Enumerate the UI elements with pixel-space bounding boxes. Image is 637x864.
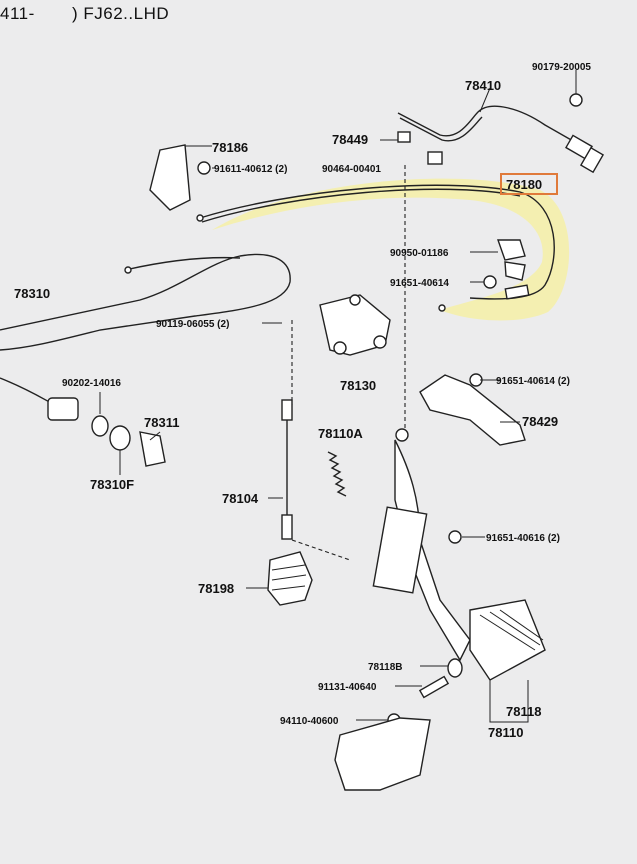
label-78130: 78130 bbox=[340, 378, 376, 393]
label-91651-40616: 91651-40616 (2) bbox=[486, 533, 560, 544]
label-90950-01186: 90950-01186 bbox=[390, 248, 449, 259]
label-90202-14016: 90202-14016 bbox=[62, 378, 121, 389]
pedal-lever-78110 bbox=[372, 428, 471, 662]
bracket-78429 bbox=[419, 373, 526, 446]
label-90179-20005: 90179-20005 bbox=[532, 62, 591, 73]
fasteners-78311 bbox=[47, 397, 166, 467]
label-91651-40614: 91651-40614 bbox=[390, 278, 449, 289]
label-78311: 78311 bbox=[144, 415, 179, 430]
dash-rod-to-pedal bbox=[291, 539, 351, 561]
label-90464-00401: 90464-00401 bbox=[322, 164, 381, 175]
clip-78449 bbox=[397, 131, 411, 143]
label-78198: 78198 bbox=[198, 581, 234, 596]
label-78104: 78104 bbox=[222, 491, 259, 506]
label-78310: 78310 bbox=[14, 286, 50, 301]
label-78118: 78118 bbox=[506, 704, 541, 719]
label-91611-40612: 91611-40612 (2) bbox=[214, 164, 287, 175]
label-78186: 78186 bbox=[212, 140, 248, 155]
boot-78198 bbox=[267, 551, 313, 606]
bracket-78186 bbox=[149, 144, 212, 211]
cable-78310 bbox=[0, 253, 291, 406]
label-78429: 78429 bbox=[522, 414, 558, 429]
stopper-bracket bbox=[334, 717, 431, 791]
clamp-90950 bbox=[483, 239, 526, 289]
cable-highlight bbox=[212, 178, 570, 321]
label-78449: 78449 bbox=[332, 132, 368, 147]
rod-78104 bbox=[281, 399, 293, 540]
label-90119-06055: 90119-06055 (2) bbox=[156, 319, 229, 330]
label-78410: 78410 bbox=[465, 78, 501, 93]
header-model: ) FJ62..LHD bbox=[72, 4, 170, 23]
label-78180: 78180 bbox=[506, 177, 542, 192]
label-78310f: 78310F bbox=[90, 477, 134, 492]
cable-78410 bbox=[397, 70, 605, 174]
bracket-78130 bbox=[291, 294, 391, 405]
page-header: 411- ) FJ62..LHD bbox=[0, 4, 169, 64]
label-78118b: 78118B bbox=[368, 662, 402, 673]
label-78110: 78110 bbox=[488, 725, 523, 740]
label-78110a: 78110A bbox=[318, 426, 363, 441]
spring-78110a bbox=[327, 451, 347, 497]
leader-lines bbox=[99, 139, 529, 723]
label-91131-40640: 91131-40640 bbox=[318, 682, 377, 693]
pedal-pad-78118 bbox=[469, 599, 546, 681]
highlight-box-78180 bbox=[500, 173, 558, 195]
clamp-90464 bbox=[427, 151, 443, 165]
cable-78180 bbox=[196, 184, 555, 312]
label-94110-40600: 94110-40600 bbox=[280, 716, 339, 727]
bolt-91131 bbox=[418, 675, 450, 699]
stopper-78118b bbox=[447, 658, 463, 678]
header-left: 411- bbox=[0, 4, 35, 23]
label-91651-40614-2: 91651-40614 (2) bbox=[496, 376, 570, 387]
